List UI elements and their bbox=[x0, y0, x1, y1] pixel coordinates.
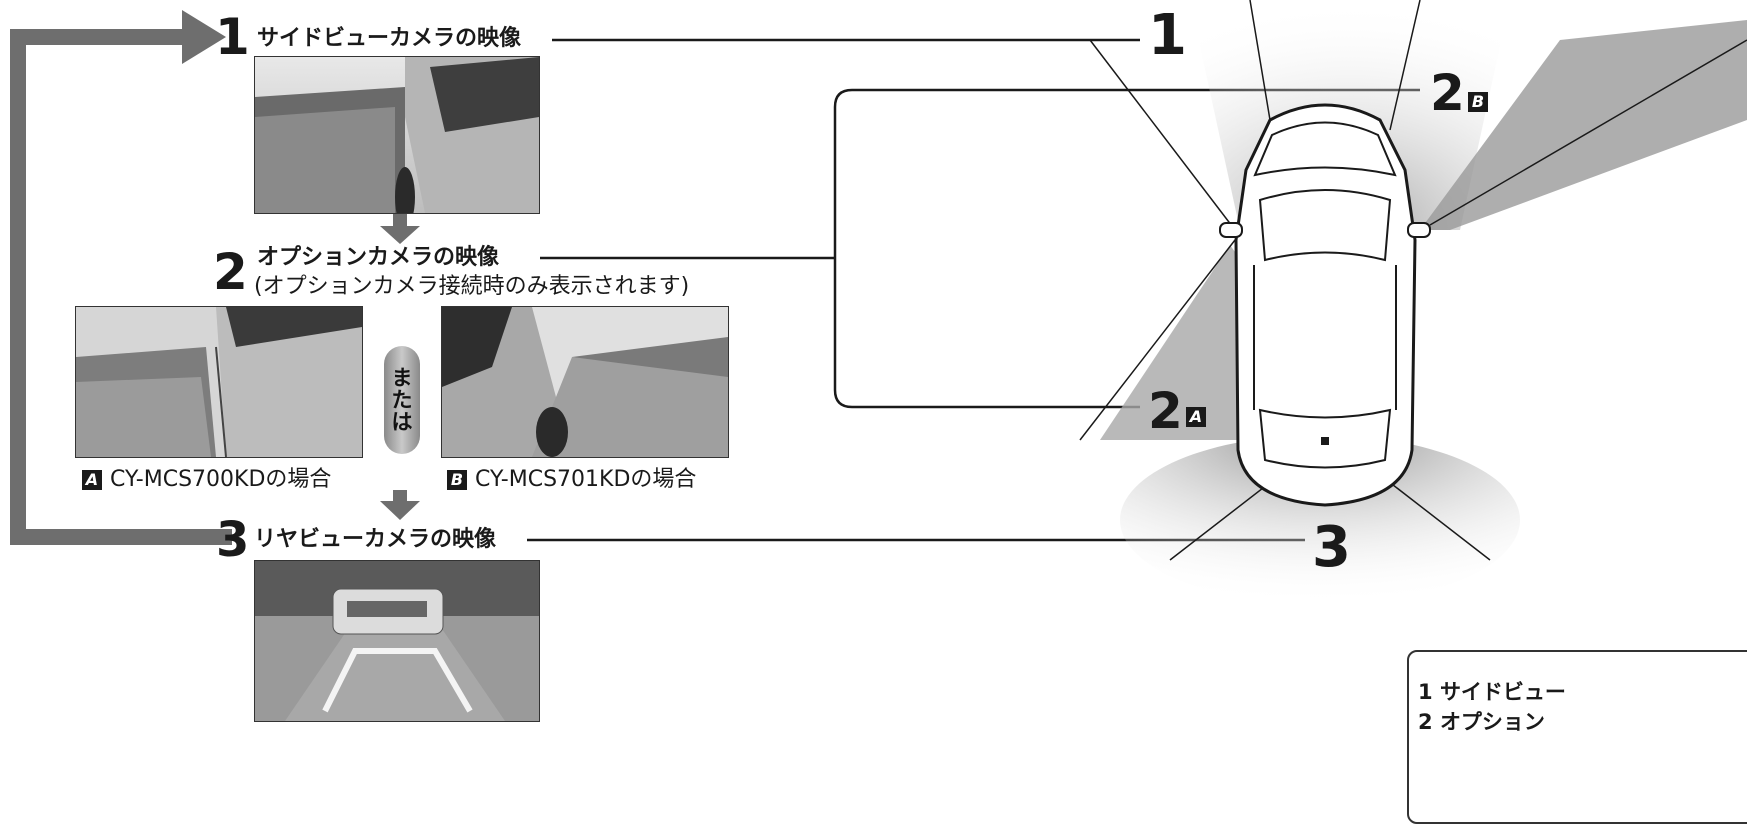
option-camera-b-photo bbox=[441, 306, 729, 458]
down-arrow-1-shaft bbox=[393, 213, 407, 227]
rear-view-camera-photo bbox=[254, 560, 540, 722]
step3-label: リヤビューカメラの映像 bbox=[254, 527, 497, 552]
zone-1-number: 1 bbox=[1148, 3, 1187, 68]
zone-3-number: 3 bbox=[1312, 515, 1351, 580]
legend-box bbox=[1407, 650, 1747, 824]
option-b-caption: B CY-MCS701KDの場合 bbox=[447, 469, 696, 491]
loop-arrow-head bbox=[182, 10, 226, 64]
or-char-1: ま bbox=[391, 365, 413, 390]
zone-3-area bbox=[1120, 435, 1520, 605]
legend-1-number: 1 bbox=[1418, 680, 1433, 704]
down-arrow-1-head bbox=[380, 226, 420, 244]
step3-number: 3 bbox=[216, 512, 250, 568]
step2-label: オプションカメラの映像 bbox=[257, 245, 500, 270]
zone-2b-area bbox=[1420, 20, 1747, 230]
loop-arrow bbox=[10, 29, 232, 545]
down-arrow-2-shaft bbox=[393, 490, 407, 502]
step1-label: サイドビューカメラの映像 bbox=[257, 26, 522, 51]
zone-2b-badge: B bbox=[1468, 92, 1488, 112]
option-b-badge: B bbox=[447, 470, 467, 490]
or-char-2: た bbox=[391, 387, 413, 412]
down-arrow-2-head bbox=[380, 501, 420, 520]
legend-line-1: 1 サイドビュー bbox=[1418, 676, 1566, 706]
step2-number: 2 bbox=[213, 243, 248, 301]
zone-2a-area bbox=[1100, 245, 1260, 440]
option-a-badge: A bbox=[82, 470, 102, 490]
legend-2-text: オプション bbox=[1439, 710, 1545, 734]
side-view-camera-photo bbox=[254, 56, 540, 214]
step2-note: (オプションカメラ接続時のみ表示されます) bbox=[254, 274, 690, 299]
legend-1-text: サイドビュー bbox=[1439, 680, 1566, 704]
option-a-caption: A CY-MCS700KDの場合 bbox=[82, 469, 331, 491]
car-coverage-diagram bbox=[1079, 0, 1747, 605]
option-camera-a-photo bbox=[75, 306, 363, 458]
or-char-3: は bbox=[391, 410, 413, 435]
step1-number: 1 bbox=[215, 8, 250, 66]
zone-2a-number: 2 bbox=[1148, 382, 1183, 440]
or-pill: ま た は bbox=[384, 346, 420, 454]
legend-2-number: 2 bbox=[1418, 710, 1433, 734]
option-b-caption-text: CY-MCS701KDの場合 bbox=[475, 467, 697, 492]
zone-2a-badge: A bbox=[1186, 407, 1206, 427]
legend-line-2: 2 オプション bbox=[1418, 706, 1545, 736]
zone-2b-number: 2 bbox=[1430, 64, 1465, 122]
bracket-2 bbox=[833, 88, 1420, 409]
option-a-caption-text: CY-MCS700KDの場合 bbox=[110, 467, 332, 492]
